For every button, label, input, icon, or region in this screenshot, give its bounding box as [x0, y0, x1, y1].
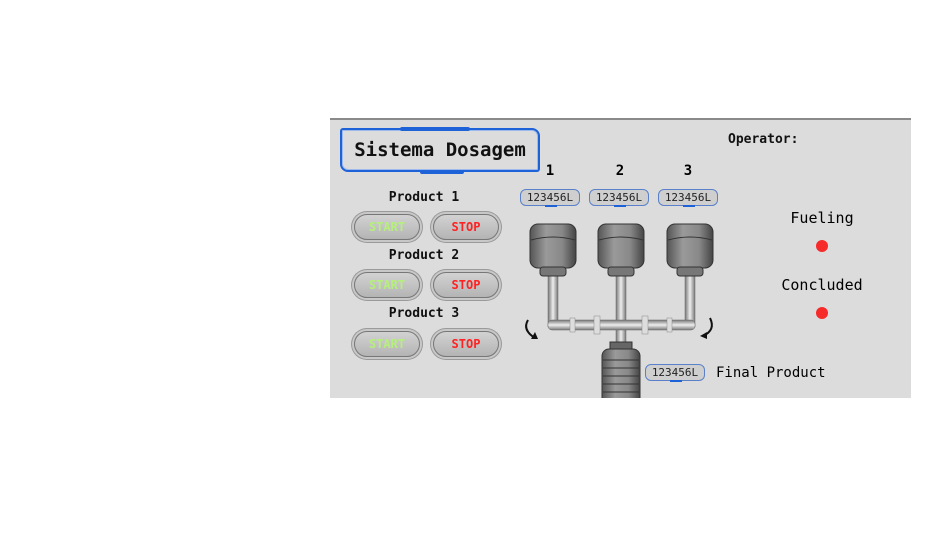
- product-3-label: Product 3: [388, 306, 460, 321]
- product-2-label: Product 2: [388, 248, 460, 263]
- product-1-label: Product 1: [388, 190, 460, 205]
- tank-3: [666, 223, 714, 277]
- tank-piping-diagram: [525, 223, 714, 398]
- product-3-start-button[interactable]: START: [354, 331, 420, 357]
- fueling-label: Fueling: [790, 209, 854, 227]
- product-1-start-button[interactable]: START: [354, 214, 420, 240]
- rotate-left-arrowhead-icon: [531, 332, 538, 339]
- concluded-label: Concluded: [781, 276, 863, 294]
- tank-1-number: 1: [545, 163, 555, 179]
- dosing-panel: Sistema Dosagem Operator: 1 2 3 123456L …: [330, 118, 911, 398]
- final-product-label: Final Product: [716, 365, 826, 381]
- tank-3-value: 123456L: [658, 189, 718, 207]
- product-2-start-button[interactable]: START: [354, 272, 420, 298]
- tank-2-number: 2: [615, 163, 625, 179]
- product-1-stop-button[interactable]: STOP: [433, 214, 499, 240]
- fueling-indicator: [816, 240, 828, 252]
- tank-2-value: 123456L: [589, 189, 649, 207]
- operator-label: Operator:: [728, 132, 799, 147]
- product-3-stop-button[interactable]: STOP: [433, 331, 499, 357]
- rotate-right-arrowhead-icon: [700, 332, 707, 339]
- tank-1: [529, 223, 577, 277]
- product-2-stop-button[interactable]: STOP: [433, 272, 499, 298]
- tank-3-number: 3: [683, 163, 693, 179]
- page-title: Sistema Dosagem: [340, 127, 540, 174]
- pipes: [547, 274, 696, 346]
- concluded-indicator: [816, 307, 828, 319]
- rotate-right-arrow-icon: [702, 317, 713, 337]
- tank-2: [597, 223, 645, 277]
- final-tank: [601, 341, 641, 398]
- final-product-value: 123456L: [645, 364, 705, 382]
- tank-1-value: 123456L: [520, 189, 580, 207]
